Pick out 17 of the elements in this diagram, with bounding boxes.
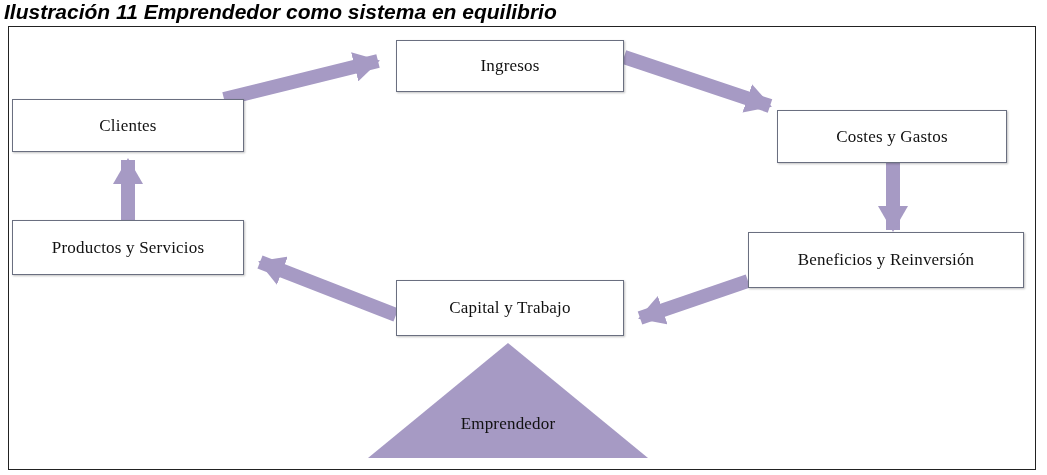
node-label: Clientes <box>99 115 157 136</box>
node-label: Productos y Servicios <box>51 237 205 258</box>
figure-title: Ilustración 11 Emprendedor como sistema en equilibrio <box>4 0 557 24</box>
node-label: Emprendedor <box>460 414 556 434</box>
process-box <box>12 220 244 275</box>
arrow <box>113 158 143 220</box>
arrow <box>637 274 751 325</box>
process-box <box>396 40 624 92</box>
node-label: Capital y Trabajo <box>449 298 571 318</box>
process-box <box>12 99 244 152</box>
process-box <box>396 280 624 336</box>
node-label: Ingresos <box>480 56 540 76</box>
process-box <box>777 110 1007 163</box>
node-label: Costes y Gastos <box>836 126 948 147</box>
node-label: Beneficios y Reinversión <box>797 250 975 270</box>
process-box <box>748 232 1024 288</box>
arrow <box>878 163 908 232</box>
